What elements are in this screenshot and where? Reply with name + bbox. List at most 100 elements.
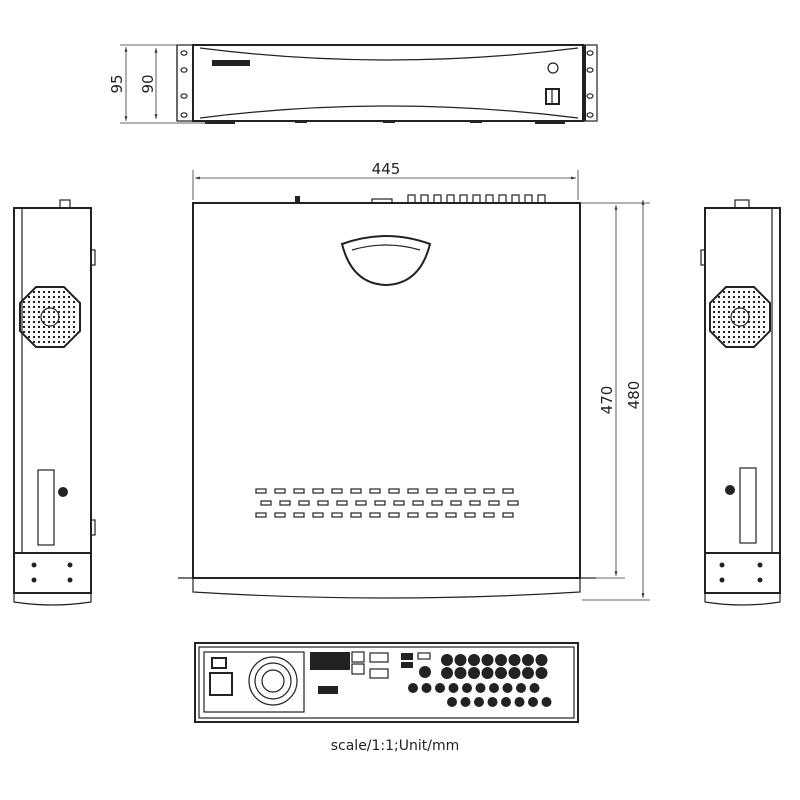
fan-mesh-dot: [63, 301, 65, 303]
fan-mesh-dot: [73, 321, 75, 323]
fan-mesh-dot: [43, 341, 45, 343]
fan-mesh-dot: [33, 336, 35, 338]
alarm-connector: [528, 697, 538, 707]
audio-connector: [462, 683, 472, 693]
fan-mesh-dot: [33, 316, 35, 318]
scale-caption: scale/1:1;Unit/mm: [331, 738, 460, 754]
fan-mesh-dot: [723, 341, 725, 343]
fan-mesh-dot: [728, 341, 730, 343]
fan-mesh-dot: [33, 311, 35, 313]
fan-mesh-dot: [48, 291, 50, 293]
fan-mesh-dot: [728, 301, 730, 303]
fan-mesh-dot: [738, 296, 740, 298]
fan-mesh-dot: [58, 291, 60, 293]
audio-connector: [448, 683, 459, 693]
vent-slot: [293, 488, 305, 494]
rear-view: [194, 642, 579, 723]
fan-mesh-dot: [743, 306, 745, 308]
power-indicator-icon: [547, 62, 559, 74]
rear-connector: [498, 194, 507, 204]
fan-mesh-dot: [63, 331, 65, 333]
fan-mesh-dot: [723, 311, 725, 313]
left-side-view: [13, 199, 96, 606]
fan-mesh-dot: [53, 321, 55, 323]
front-outline: [176, 44, 598, 122]
fan-mesh-dot: [758, 301, 760, 303]
fan-mesh-dot: [63, 336, 65, 338]
fan-mesh-dot: [38, 341, 40, 343]
rack-ear-hole: [180, 67, 188, 73]
fan-mesh-dot: [38, 336, 40, 338]
rack-ear-hole: [180, 50, 188, 56]
fan-mesh-dot: [43, 316, 45, 318]
fan-mesh-dot: [763, 306, 765, 308]
fan-mesh-dot: [743, 311, 745, 313]
audio-connector: [502, 683, 513, 693]
bnc-connector: [495, 667, 507, 679]
fan-mesh-dot: [53, 296, 55, 298]
fan-mesh-dot: [58, 336, 60, 338]
fan-mesh-dot: [758, 296, 760, 298]
fan-mesh-dot: [738, 326, 740, 328]
fan-mesh-dot: [38, 291, 40, 293]
fan-mesh-dot: [718, 301, 720, 303]
rear-connector: [472, 194, 481, 204]
alarm-connector: [460, 697, 471, 707]
rack-ear-hole: [180, 93, 188, 99]
vent-slot: [483, 488, 495, 494]
fan-mesh-dot: [33, 296, 35, 298]
rack-ear-hole: [586, 112, 594, 118]
fan-mesh-dot: [753, 326, 755, 328]
fan-mesh-dot: [48, 311, 50, 313]
fan-mesh-dot: [753, 291, 755, 293]
fan-mesh-dot: [53, 326, 55, 328]
bnc-connector: [481, 667, 494, 679]
psu-fan-icon: [248, 656, 298, 706]
fan-mesh-dot: [738, 331, 740, 333]
fan-mesh-dot: [53, 331, 55, 333]
audio-connector: [529, 683, 540, 693]
dim-depth-total: 480: [625, 381, 643, 410]
vent-slot: [369, 512, 381, 518]
vent-slot: [464, 512, 476, 518]
fan-mesh-dot: [733, 341, 735, 343]
vent-slot: [483, 512, 495, 518]
right-fan-grille: [709, 286, 771, 348]
fan-mesh-dot: [43, 306, 45, 308]
fan-mesh-dot: [53, 291, 55, 293]
fan-mesh-dot: [43, 296, 45, 298]
vent-slot: [502, 488, 514, 494]
fan-mesh-dot: [33, 341, 35, 343]
bnc-connector: [468, 654, 480, 666]
fan-mesh-dot: [758, 321, 760, 323]
left-port-block: [37, 469, 55, 546]
right-side-view: [700, 199, 781, 606]
vent-slot: [412, 500, 424, 506]
fan-mesh-dot: [733, 321, 735, 323]
bnc-connector: [535, 667, 548, 679]
fan-mesh-dot: [748, 301, 750, 303]
fan-mesh-dot: [743, 331, 745, 333]
fan-mesh-dot: [738, 311, 740, 313]
fan-mesh-dot: [73, 331, 75, 333]
fan-mesh-dot: [723, 331, 725, 333]
fan-mesh-dot: [748, 321, 750, 323]
fan-mesh-dot: [723, 291, 725, 293]
fan-mesh-dot: [713, 311, 715, 313]
fan-mesh-dot: [738, 321, 740, 323]
fan-mesh-dot: [23, 321, 25, 323]
fan-mesh-dot: [718, 331, 720, 333]
fan-mesh-dot: [43, 321, 45, 323]
fan-mesh-dot: [748, 341, 750, 343]
fan-mesh-dot: [723, 321, 725, 323]
vent-slot: [502, 512, 514, 518]
fan-mesh-dot: [38, 331, 40, 333]
vent-slot: [369, 488, 381, 494]
fan-mesh-dot: [753, 301, 755, 303]
bnc-connector: [441, 667, 453, 679]
bnc-connector: [522, 667, 534, 679]
fan-mesh-dot: [58, 301, 60, 303]
fan-mesh-dot: [53, 301, 55, 303]
fan-mesh-dot: [33, 321, 35, 323]
